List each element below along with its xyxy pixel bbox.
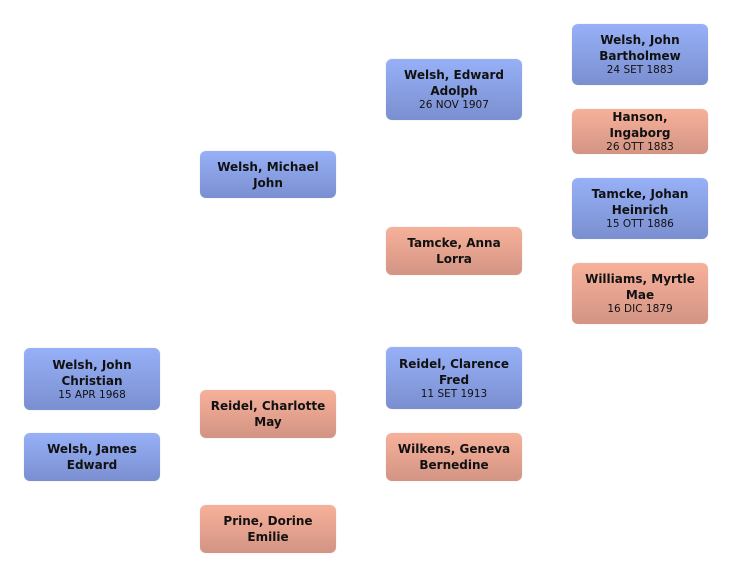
person-date: 11 SET 1913 bbox=[420, 387, 488, 400]
person-name: Welsh, Edward Adolph bbox=[404, 68, 504, 98]
person-name: Prine, Dorine Emilie bbox=[223, 514, 313, 544]
person-name: Williams, Myrtle Mae bbox=[585, 272, 695, 302]
person-date: 24 SET 1883 bbox=[606, 64, 674, 76]
person-card[interactable]: Welsh, John Christian 15 APR 1968 bbox=[24, 348, 160, 410]
person-card[interactable]: Welsh, Michael John bbox=[200, 151, 336, 198]
person-card[interactable]: Tamcke, Anna Lorra bbox=[386, 227, 522, 275]
person-name: Reidel, Clarence Fred bbox=[399, 356, 509, 387]
person-card[interactable]: Welsh, James Edward bbox=[24, 433, 160, 481]
person-date: 26 NOV 1907 bbox=[419, 99, 489, 111]
person-card[interactable]: Hanson, Ingaborg 26 OTT 1883 bbox=[572, 109, 708, 154]
person-date: 15 OTT 1886 bbox=[606, 218, 674, 230]
person-name: Wilkens, Geneva Bernedine bbox=[397, 442, 511, 472]
person-card[interactable]: Prine, Dorine Emilie bbox=[200, 505, 336, 553]
person-name: Tamcke, Anna Lorra bbox=[407, 236, 501, 266]
person-date: 15 APR 1968 bbox=[58, 388, 126, 401]
person-card[interactable]: Wilkens, Geneva Bernedine bbox=[386, 433, 522, 481]
person-name: Reidel, Charlotte May bbox=[210, 399, 326, 429]
person-date: 26 OTT 1883 bbox=[606, 141, 674, 153]
person-name: Welsh, Michael John bbox=[217, 159, 319, 190]
person-date: 16 DIC 1879 bbox=[607, 303, 673, 315]
person-name: Tamcke, Johan Heinrich bbox=[591, 187, 689, 217]
person-name: Welsh, John Christian bbox=[52, 357, 132, 388]
person-name: Welsh, James Edward bbox=[47, 442, 137, 472]
person-card[interactable]: Reidel, Clarence Fred 11 SET 1913 bbox=[386, 347, 522, 409]
person-card[interactable]: Welsh, Edward Adolph 26 NOV 1907 bbox=[386, 59, 522, 120]
person-card[interactable]: Williams, Myrtle Mae 16 DIC 1879 bbox=[572, 263, 708, 324]
person-name: Welsh, John Bartholmew bbox=[599, 33, 681, 63]
person-card[interactable]: Reidel, Charlotte May bbox=[200, 390, 336, 438]
person-name: Hanson, Ingaborg bbox=[609, 110, 671, 140]
person-card[interactable]: Welsh, John Bartholmew 24 SET 1883 bbox=[572, 24, 708, 85]
person-card[interactable]: Tamcke, Johan Heinrich 15 OTT 1886 bbox=[572, 178, 708, 239]
